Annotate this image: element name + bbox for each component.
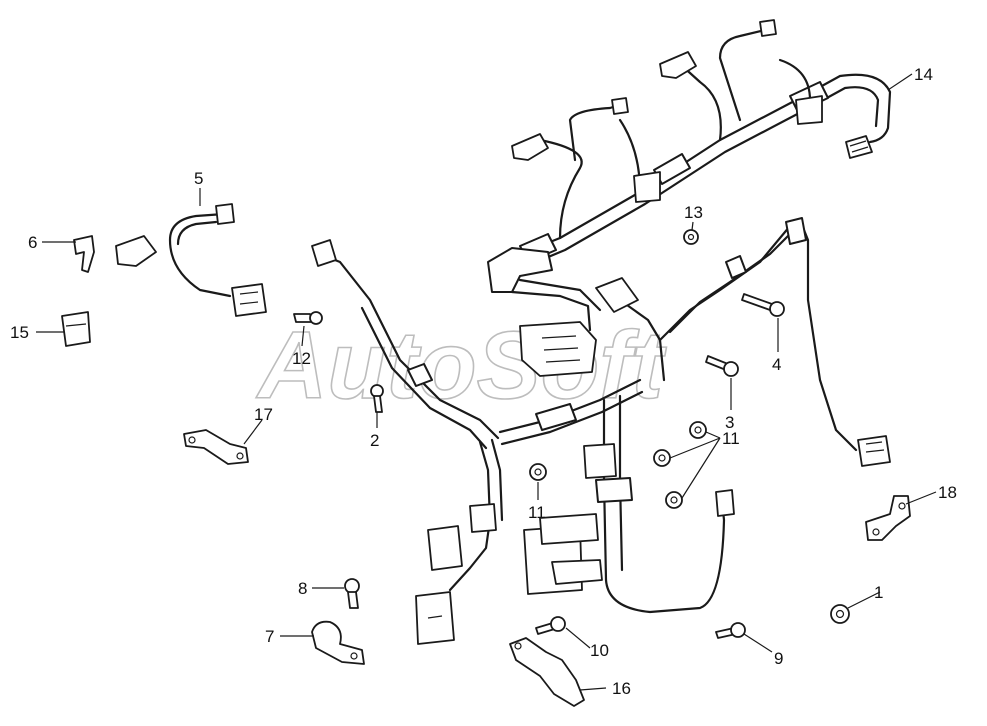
callout-12: 12 bbox=[292, 349, 311, 368]
central-harness bbox=[311, 217, 891, 645]
part-16-bracket bbox=[509, 637, 585, 707]
part-9-bolt bbox=[715, 622, 746, 639]
part-5-sub-harness bbox=[115, 203, 267, 317]
callout-labels: 1 2 3 4 5 6 7 8 9 10 11 11 12 13 14 15 1… bbox=[10, 65, 957, 698]
part-4-bolt bbox=[741, 293, 785, 317]
part-8-bolt bbox=[344, 578, 360, 609]
part-1-nut bbox=[830, 604, 850, 624]
callout-11a: 11 bbox=[528, 503, 546, 522]
part-15-clip bbox=[61, 311, 91, 347]
callout-13: 13 bbox=[684, 203, 703, 222]
callout-2: 2 bbox=[370, 431, 379, 450]
callout-8: 8 bbox=[298, 579, 307, 598]
leader-lines bbox=[36, 73, 937, 691]
callout-16: 16 bbox=[612, 679, 631, 698]
part-11-nuts bbox=[529, 421, 707, 509]
callout-11b: 11 bbox=[722, 429, 740, 448]
watermark: AutoSoft bbox=[256, 312, 667, 419]
callout-1: 1 bbox=[874, 583, 883, 602]
part-6-cable-tie bbox=[73, 235, 95, 273]
part-18-bracket bbox=[865, 495, 911, 541]
part-7-clamp bbox=[311, 620, 365, 665]
main-harness-trunk bbox=[498, 19, 892, 277]
callout-4: 4 bbox=[772, 355, 781, 374]
callout-10: 10 bbox=[590, 641, 609, 660]
part-3-bolt bbox=[705, 355, 739, 377]
callout-14: 14 bbox=[914, 65, 933, 84]
callout-3: 3 bbox=[725, 413, 734, 432]
part-2-bolt bbox=[370, 384, 384, 413]
part-13-washer bbox=[683, 229, 699, 245]
callout-5: 5 bbox=[194, 169, 203, 188]
part-17-bracket bbox=[183, 429, 249, 465]
part-12-bolt bbox=[293, 311, 323, 325]
part-10-bolt bbox=[535, 616, 566, 635]
callout-6: 6 bbox=[28, 233, 37, 252]
callout-9: 9 bbox=[774, 649, 783, 668]
callout-17: 17 bbox=[254, 405, 273, 424]
callout-15: 15 bbox=[10, 323, 29, 342]
callout-7: 7 bbox=[265, 627, 274, 646]
callout-18: 18 bbox=[938, 483, 957, 502]
